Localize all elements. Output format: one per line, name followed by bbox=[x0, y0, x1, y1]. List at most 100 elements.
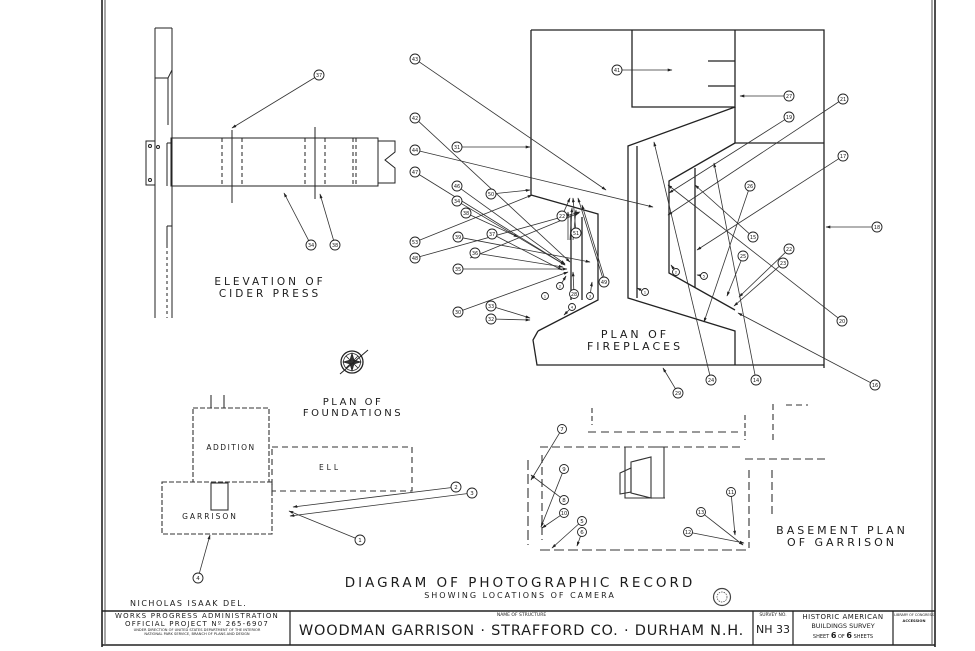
basement-title-line2: OF GARRISON bbox=[787, 536, 897, 549]
sight-line bbox=[460, 188, 566, 265]
camera-marker: 7 bbox=[557, 424, 567, 434]
camera-marker-circle bbox=[556, 282, 564, 290]
camera-marker-circle bbox=[450, 481, 462, 493]
camera-marker: 37 bbox=[313, 69, 325, 81]
sight-line bbox=[713, 162, 756, 376]
sight-line bbox=[569, 207, 574, 241]
camera-marker-label: 2 bbox=[675, 270, 678, 275]
sight-line bbox=[703, 190, 749, 323]
camera-marker: 46 bbox=[451, 180, 463, 192]
camera-marker-circle bbox=[556, 210, 568, 222]
camera-marker: 37 bbox=[486, 228, 498, 240]
fireplaces-plan bbox=[530, 29, 825, 368]
sight-line bbox=[292, 487, 452, 508]
habs-line2: BUILDINGS SURVEY bbox=[811, 622, 875, 630]
camera-marker-label: 32 bbox=[488, 317, 494, 323]
camera-marker-circle bbox=[705, 374, 717, 386]
sight-line bbox=[726, 260, 742, 297]
camera-marker-circle bbox=[672, 387, 684, 399]
camera-marker-label: 12 bbox=[685, 530, 691, 536]
habs-block: HISTORIC AMERICAN BUILDINGS SURVEY SHEET… bbox=[793, 614, 893, 640]
camera-marker-circle bbox=[466, 487, 478, 499]
structure-name: WOODMAN GARRISON · STRAFFORD CO. · DURHA… bbox=[298, 623, 745, 639]
camera-marker-label: 9 bbox=[562, 467, 566, 473]
camera-marker-label: 1 bbox=[544, 294, 547, 299]
camera-marker: 5 bbox=[577, 516, 587, 526]
camera-marker-circle bbox=[559, 495, 569, 505]
camera-marker-circle bbox=[409, 252, 421, 264]
camera-marker-circle bbox=[586, 292, 594, 300]
camera-marker-circle bbox=[577, 516, 587, 526]
cider-press-title: ELEVATION OF CIDER PRESS bbox=[200, 277, 340, 299]
camera-marker: 2 bbox=[556, 282, 564, 290]
camera-marker: 14 bbox=[750, 374, 762, 386]
camera-marker: 25 bbox=[737, 250, 749, 262]
camera-marker: 13 bbox=[696, 507, 706, 517]
camera-marker-circle bbox=[329, 239, 341, 251]
sight-line bbox=[479, 253, 564, 268]
basement-title: BASEMENT PLAN OF GARRISON bbox=[762, 525, 922, 548]
camera-marker-label: 8 bbox=[562, 498, 566, 504]
camera-marker-label: 24 bbox=[708, 378, 714, 384]
sight-line bbox=[636, 287, 643, 292]
camera-marker-label: 42 bbox=[412, 116, 418, 122]
camera-marker-circle bbox=[192, 572, 204, 584]
camera-marker-circle bbox=[485, 300, 497, 312]
sight-line bbox=[495, 189, 531, 194]
camera-marker-circle bbox=[409, 166, 421, 178]
camera-marker-label: 20 bbox=[839, 319, 845, 325]
camera-marker-label: 34 bbox=[454, 199, 460, 205]
sight-line bbox=[563, 197, 571, 212]
cider-press-title-line2: CIDER PRESS bbox=[218, 287, 322, 300]
camera-marker-circle bbox=[557, 424, 567, 434]
camera-marker-circle bbox=[747, 231, 759, 243]
camera-marker-circle bbox=[744, 180, 756, 192]
camera-marker: 38 bbox=[460, 207, 472, 219]
camera-marker-label: 5 bbox=[580, 519, 584, 525]
camera-marker: 3 bbox=[586, 292, 594, 300]
camera-marker-label: 30 bbox=[455, 310, 461, 316]
camera-marker-circle bbox=[469, 247, 481, 259]
library-stamp-icon bbox=[712, 587, 732, 607]
camera-marker: 50 bbox=[485, 188, 497, 200]
camera-marker: 39 bbox=[452, 231, 464, 243]
camera-marker: 2 bbox=[450, 481, 462, 493]
camera-marker-circle bbox=[598, 276, 610, 288]
camera-marker-circle bbox=[409, 112, 421, 124]
foundations-title-line1: PLAN OF bbox=[322, 397, 384, 408]
sight-line bbox=[198, 534, 211, 574]
sheet-label: SHEET bbox=[812, 633, 830, 640]
camera-marker-circle bbox=[783, 111, 795, 123]
habs-line1: HISTORIC AMERICAN bbox=[802, 613, 884, 621]
library-block: LIBRARY OF CONGRESS ACCESSION bbox=[893, 613, 935, 624]
camera-marker: 2 bbox=[672, 268, 680, 276]
camera-marker-label: 27 bbox=[786, 94, 792, 100]
sight-line bbox=[462, 237, 591, 263]
sight-line bbox=[731, 496, 737, 536]
sight-line bbox=[461, 203, 566, 266]
camera-marker: 42 bbox=[409, 112, 421, 124]
camera-marker-label: 38 bbox=[463, 211, 469, 217]
camera-marker: 51 bbox=[570, 227, 582, 239]
camera-marker-label: 4 bbox=[196, 576, 200, 582]
camera-marker-label: 28 bbox=[571, 292, 577, 298]
camera-marker-circle bbox=[486, 228, 498, 240]
camera-marker-circle bbox=[451, 195, 463, 207]
camera-marker-label: 37 bbox=[489, 232, 495, 238]
sight-line bbox=[576, 536, 581, 547]
camera-marker-label: 18 bbox=[874, 225, 880, 231]
room-label-ell: ELL bbox=[318, 463, 342, 472]
camera-marker-label: 36 bbox=[472, 251, 478, 257]
sight-line bbox=[551, 523, 579, 549]
fireplaces-title-line1: PLAN OF bbox=[600, 328, 670, 341]
camera-marker-label: 3 bbox=[589, 294, 592, 299]
foundations-title: PLAN OF FOUNDATIONS bbox=[288, 398, 418, 419]
camera-marker-label: 39 bbox=[455, 235, 461, 241]
camera-marker: 28 bbox=[569, 289, 579, 299]
sight-line bbox=[319, 193, 334, 241]
camera-marker: 24 bbox=[705, 374, 717, 386]
camera-marker-circle bbox=[837, 150, 849, 162]
sight-line bbox=[704, 514, 744, 546]
